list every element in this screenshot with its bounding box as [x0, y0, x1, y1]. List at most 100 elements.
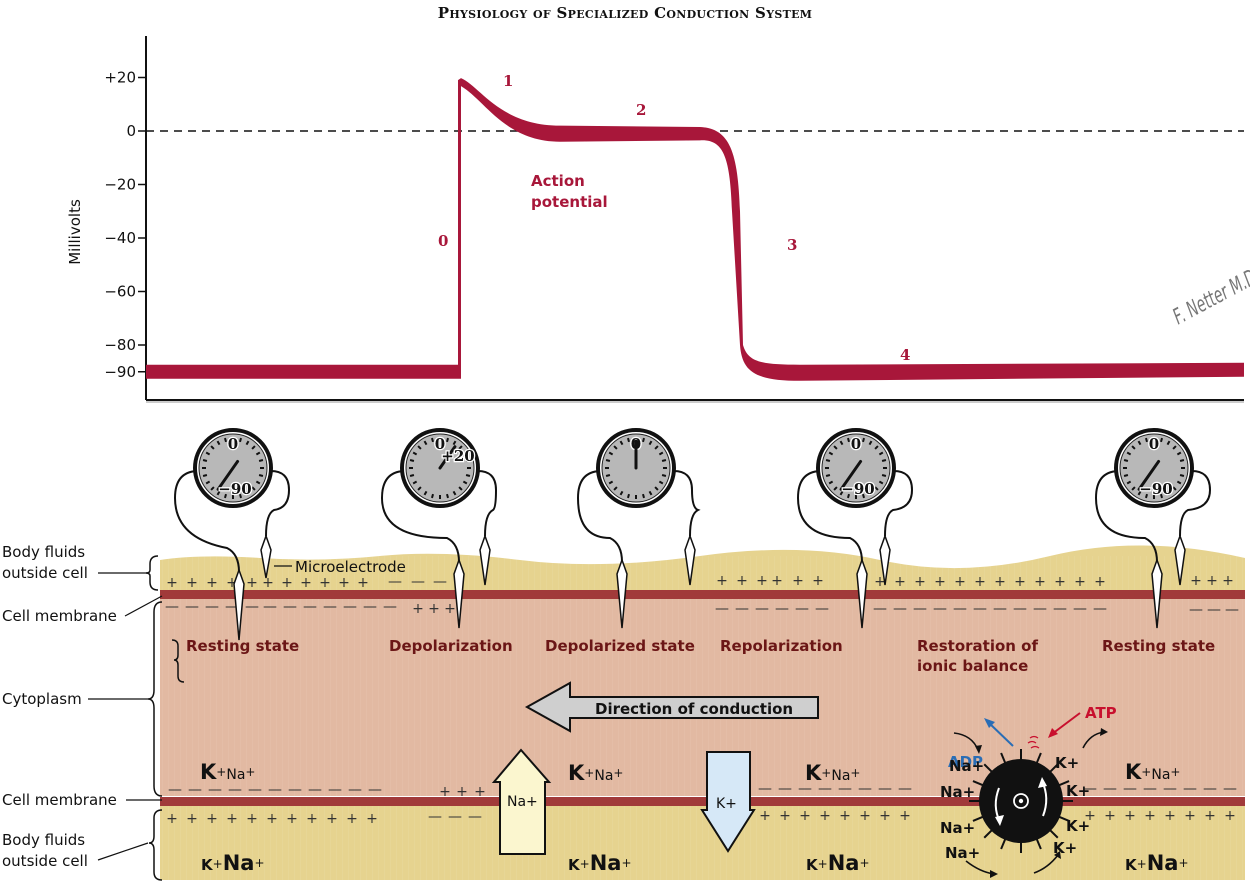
label-outside-cell-top: outside cell — [2, 564, 88, 582]
dial-needle — [1137, 459, 1161, 491]
negative-charge: — — [328, 782, 342, 798]
action-potential-label-line1: Action — [531, 172, 585, 190]
negative-charge: — — [165, 599, 179, 615]
pump-k-label: K+ — [1066, 817, 1090, 835]
negative-charge: — — [268, 782, 282, 798]
negative-charge: — — [838, 781, 852, 797]
k-channel-label: K+ — [716, 796, 737, 812]
page-title: Physiology of Specialized Conduction Sys… — [437, 4, 813, 22]
pump-k-label: K+ — [1053, 839, 1077, 857]
electrode-wire — [265, 469, 291, 537]
pump-na-label: Na+ — [945, 844, 980, 862]
microelectrode-icon — [453, 557, 465, 629]
state-depolarization: Depolarization — [389, 637, 513, 655]
microelectrode-icon — [260, 533, 272, 579]
y-tick-label: −40 — [104, 229, 136, 247]
positive-charge: + — [934, 574, 946, 590]
positive-charge: + — [879, 808, 891, 824]
label-body-fluids-bottom: Body fluids — [2, 831, 85, 849]
negative-charge: — — [303, 599, 317, 615]
negative-charge: — — [343, 599, 357, 615]
negative-charge: — — [953, 601, 967, 617]
label-outside-cell-bottom: outside cell — [2, 852, 88, 870]
negative-charge: — — [1223, 781, 1237, 797]
negative-charge: — — [383, 599, 397, 615]
microelectrode-icon — [233, 567, 245, 641]
dial-reading-label: −90 — [218, 480, 251, 498]
positive-charge: + — [1144, 808, 1156, 824]
positive-charge: + — [439, 784, 451, 800]
positive-charge: + — [226, 575, 238, 591]
pump-ion-labels: Na+Na+Na+Na+K+K+K+K+ — [940, 754, 1090, 862]
positive-charge: + — [428, 601, 440, 617]
extracellular-ion-label: K+Na+ — [1125, 851, 1189, 875]
membrane-top — [160, 590, 1245, 599]
intracellular-ion-label: K+Na+ — [1125, 760, 1180, 784]
positive-charge: + — [994, 574, 1006, 590]
side-labels: Body fluids outside cell Cell membrane C… — [2, 543, 406, 881]
pump-na-label: Na+ — [949, 757, 984, 775]
dial-zero-label: 0 — [851, 435, 861, 453]
positive-charge: + — [286, 811, 298, 827]
energy-squiggle-icon — [1027, 735, 1040, 749]
positive-charge: + — [1054, 574, 1066, 590]
dial-reading-label: +20 — [441, 447, 474, 465]
positive-charge: + — [716, 573, 728, 589]
positive-charge: + — [1084, 808, 1096, 824]
dial-zero-label: 0 — [1149, 435, 1159, 453]
negative-charge: — — [388, 574, 402, 590]
positive-charge: + — [266, 811, 278, 827]
positive-charge: + — [819, 808, 831, 824]
negative-charge: — — [283, 599, 297, 615]
microelectrode-icon — [616, 557, 628, 629]
negative-charge: — — [798, 781, 812, 797]
k-efflux-arrow: K+ — [700, 751, 756, 853]
state-depolarized: Depolarized state — [545, 637, 695, 655]
positive-charge: + — [1034, 574, 1046, 590]
negative-charge: — — [308, 782, 322, 798]
negative-charge: — — [1013, 601, 1027, 617]
positive-charge: + — [1164, 808, 1176, 824]
negative-charge: — — [323, 599, 337, 615]
dial-reading-label: −90 — [1139, 480, 1172, 498]
na-channel-label: Na+ — [507, 794, 538, 810]
negative-charge: — — [245, 599, 259, 615]
voltmeter-dial: 0 −90 — [1094, 428, 1212, 629]
pump-center-icon — [1013, 793, 1029, 809]
y-axis-label: Millivolts — [66, 199, 84, 265]
phase-2-label: 2 — [636, 101, 646, 119]
state-restoration-line2: ionic balance — [917, 657, 1028, 675]
label-cytoplasm: Cytoplasm — [2, 690, 82, 708]
membrane-bottom — [160, 797, 1245, 806]
negative-charge: — — [248, 782, 262, 798]
negative-charge: — — [263, 599, 277, 615]
positive-charge: + — [756, 573, 768, 589]
negative-charge: — — [411, 574, 425, 590]
negative-charge: — — [898, 781, 912, 797]
positive-charge: + — [366, 811, 378, 827]
positive-charge: + — [357, 575, 369, 591]
voltmeters: 0−900+2000−900−90 — [173, 428, 1212, 641]
dial-zero-label: 0 — [435, 435, 445, 453]
negative-charge: — — [893, 601, 907, 617]
positive-charge: + — [1124, 808, 1136, 824]
electrode-wire — [576, 470, 623, 563]
positive-charge: + — [859, 808, 871, 824]
negative-charge: — — [1207, 602, 1221, 618]
k-entry-arrow — [1033, 854, 1059, 874]
electrode-wire — [884, 469, 914, 537]
positive-charge: + — [874, 574, 886, 590]
microelectrode-icon — [879, 533, 891, 586]
negative-charge: — — [1189, 602, 1203, 618]
negative-charge: — — [368, 782, 382, 798]
label-body-fluids-top: Body fluids — [2, 543, 85, 561]
microelectrode-icon — [479, 533, 491, 586]
extracellular-ion-label: K+Na+ — [806, 851, 870, 875]
electrode-wire — [671, 469, 701, 537]
positive-charge: + — [1206, 573, 1218, 589]
voltmeter-dial: 0+20 — [380, 428, 498, 629]
negative-charge: — — [348, 782, 362, 798]
electrode-wire — [1179, 469, 1212, 537]
positive-charge: + — [974, 574, 986, 590]
positive-charge: + — [246, 575, 258, 591]
